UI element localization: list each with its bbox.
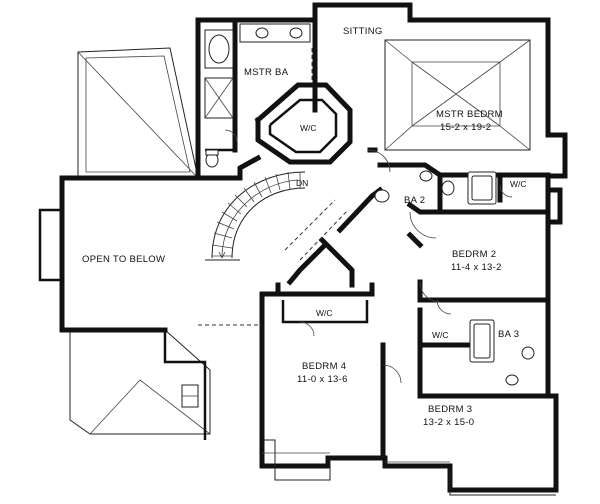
label-ba2: BA 2 [404, 195, 425, 206]
label-ba3: BA 3 [498, 329, 519, 340]
label-wic-ba2: W/C [510, 179, 527, 189]
exterior-walls [38, 2, 568, 493]
label-wic-bed4: W/C [316, 308, 333, 318]
label-bedrm3-size: 13-2 x 15-0 [423, 417, 474, 428]
label-bedrm3: BEDRM 3 [428, 404, 472, 415]
label-sitting: SITTING [343, 26, 383, 37]
label-bedrm2-size: 11-4 x 13-2 [451, 262, 502, 273]
master-bath-fixtures [204, 23, 311, 168]
label-wic-bed3: W/C [432, 330, 449, 340]
label-mstr-ba: MSTR BA [244, 67, 289, 78]
bay-windows [181, 384, 556, 496]
label-bedrm4-size: 11-0 x 13-6 [297, 374, 348, 385]
label-mstr-bedrm-size: 15-2 x 19-2 [440, 122, 491, 133]
curved-staircase [205, 171, 306, 261]
bath3-fixtures [469, 319, 535, 386]
label-dn: DN [296, 178, 308, 188]
bath2-fixtures [374, 170, 497, 205]
label-bedrm4: BEDRM 4 [302, 361, 346, 372]
label-open-to-below: OPEN TO BELOW [82, 254, 165, 265]
master-bedroom-ceiling [384, 39, 531, 151]
label-mstr-bedrm: MSTR BEDRM [436, 109, 503, 120]
interior-walls [195, 17, 551, 461]
room-labels: SITTING MSTR BA W/C MSTR BEDRM 15-2 x 19… [82, 26, 527, 428]
roof-outlines [69, 47, 211, 435]
label-bedrm2: BEDRM 2 [452, 249, 496, 260]
balcony-railing [198, 48, 349, 326]
door-swings [224, 129, 513, 384]
label-mstr-wic: W/C [300, 123, 317, 133]
